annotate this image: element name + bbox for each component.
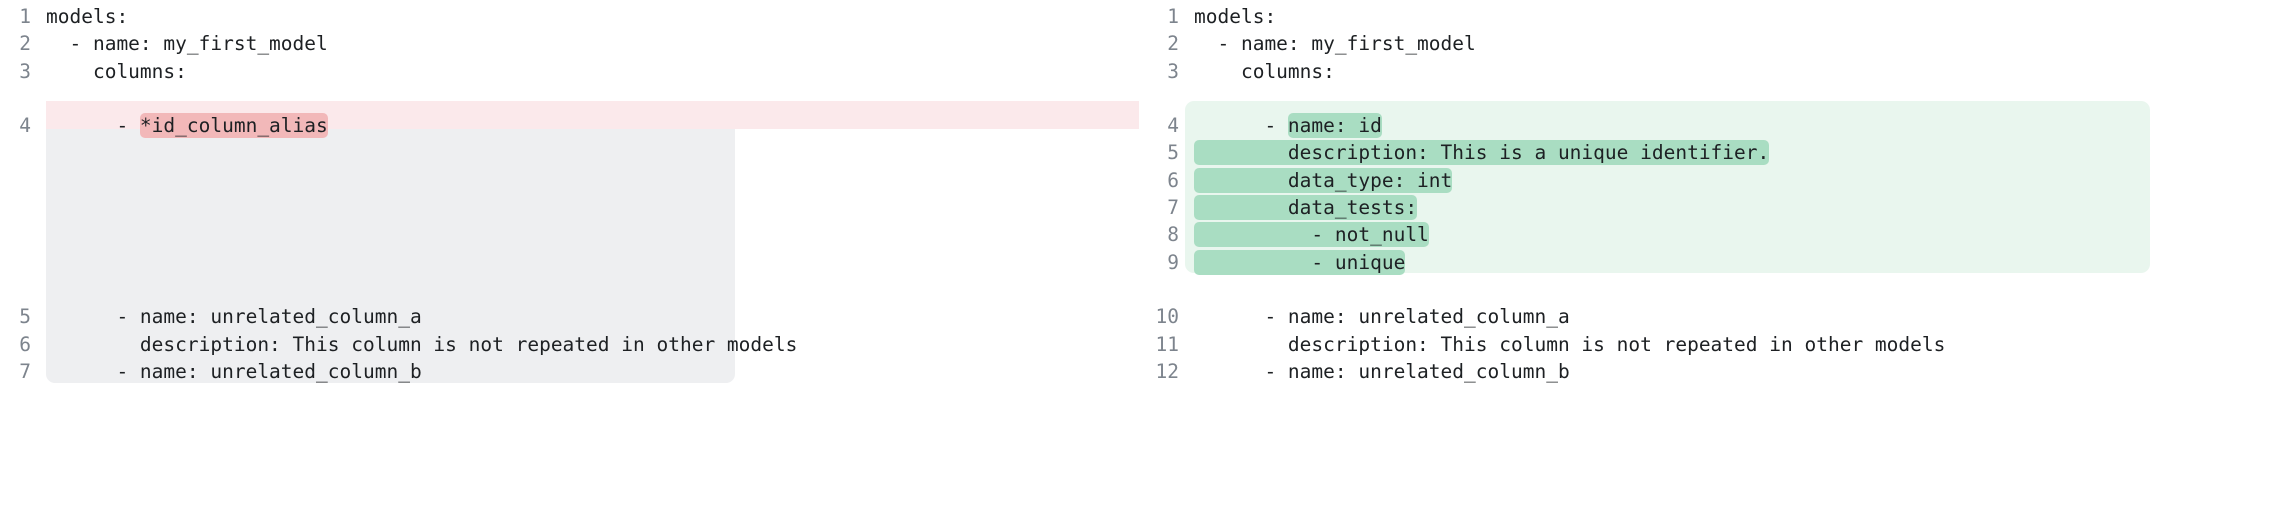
line-content: - name: unrelated_column_a [46,305,422,329]
code-line[interactable]: 6 description: This column is not repeat… [0,331,1139,358]
code-line-added[interactable]: 7 data_tests: [1139,194,2278,221]
code-line-gap [0,276,1139,303]
line-number: 6 [19,332,31,356]
added-word-highlight: data_type: int [1194,167,1453,193]
line-content: models: [1194,5,1277,28]
line-number: 6 [1167,168,1179,192]
code-line[interactable]: 3 columns: [1139,58,2278,85]
code-line-gap [0,139,1139,166]
line-content: - name: unrelated_column_a [1194,305,1570,329]
diff-pane-after: 1 models: 2 - name: my_first_model 3 col… [1139,0,2278,528]
code-lines-before: 1 models: 2 - name: my_first_model 3 col… [0,0,1139,385]
line-number: 5 [19,305,31,329]
code-line[interactable]: 10 - name: unrelated_column_a [1139,303,2278,330]
code-line-added[interactable]: 6 data_type: int [1139,167,2278,194]
line-content: data_tests: [1192,194,2278,221]
code-lines-after: 1 models: 2 - name: my_first_model 3 col… [1139,0,2278,385]
code-line[interactable]: 5 - name: unrelated_column_a [0,303,1139,330]
line-number: 8 [1167,223,1179,247]
code-line[interactable]: 11 description: This column is not repea… [1139,331,2278,358]
code-line[interactable]: 3 columns: [0,58,1139,85]
line-content: - name: my_first_model [1194,32,1476,56]
line-number: 2 [19,32,31,56]
line-number: 4 [1167,114,1179,138]
code-line-gap [0,249,1139,276]
line-content: - not_null [1192,221,2278,248]
line-number: 12 [1155,359,1179,383]
code-line-added[interactable]: 5 description: This is a unique identifi… [1139,139,2278,166]
line-content: description: This is a unique identifier… [1192,139,2278,166]
code-line[interactable]: 2 - name: my_first_model [0,30,1139,57]
line-content: columns: [1194,59,1335,83]
line-number: 1 [19,5,31,28]
added-word-highlight: - unique [1194,249,1406,275]
line-number: 10 [1155,305,1179,329]
added-word-highlight: name: id [1287,113,1382,139]
code-line-added[interactable]: 8 - not_null [1139,221,2278,248]
removed-word-highlight: *id_column_alias [139,113,328,139]
line-content: columns: [46,59,187,83]
added-word-highlight: description: This is a unique identifier… [1194,140,1770,166]
diff-pane-before: 1 models: 2 - name: my_first_model 3 col… [0,0,1139,385]
line-content: - name: my_first_model [46,32,328,56]
line-number: 3 [1167,59,1179,83]
code-line[interactable]: 1 models: [1139,3,2278,30]
line-content: - name: unrelated_column_b [1194,359,1570,383]
code-line[interactable]: 1 models: [0,3,1139,30]
code-line-added[interactable]: 9 - unique [1139,249,2278,276]
line-content: description: This column is not repeated… [1194,332,1946,356]
line-content: description: This column is not repeated… [46,332,798,356]
line-number: 9 [1167,250,1179,274]
code-line[interactable]: 12 - name: unrelated_column_b [1139,358,2278,385]
code-line[interactable]: 2 - name: my_first_model [1139,30,2278,57]
line-content: - unique [1192,249,2278,276]
code-line-gap [0,85,1139,112]
line-content: - name: id [1194,113,1382,139]
line-number: 7 [19,359,31,383]
line-number: 11 [1155,332,1179,356]
code-line-removed[interactable]: 4 - *id_column_alias [0,112,1139,139]
code-line-gap [1139,85,2278,112]
code-line[interactable]: 7 - name: unrelated_column_b [0,358,1139,385]
line-number: 2 [1167,32,1179,56]
line-content: - *id_column_alias [46,113,328,139]
line-number: 7 [1167,196,1179,220]
code-line-gap [1139,276,2278,303]
code-line-gap [0,194,1139,221]
line-number: 4 [19,114,31,138]
line-content: - name: unrelated_column_b [46,359,422,383]
line-content: models: [46,5,129,28]
code-line-gap [0,221,1139,248]
line-number: 3 [19,59,31,83]
line-number: 5 [1167,141,1179,165]
line-content: data_type: int [1192,167,2278,194]
code-line-added[interactable]: 4 - name: id [1139,112,2278,139]
line-number: 1 [1167,5,1179,28]
code-line-gap [0,167,1139,194]
added-word-highlight: data_tests: [1194,195,1418,221]
added-word-highlight: - not_null [1194,222,1429,248]
